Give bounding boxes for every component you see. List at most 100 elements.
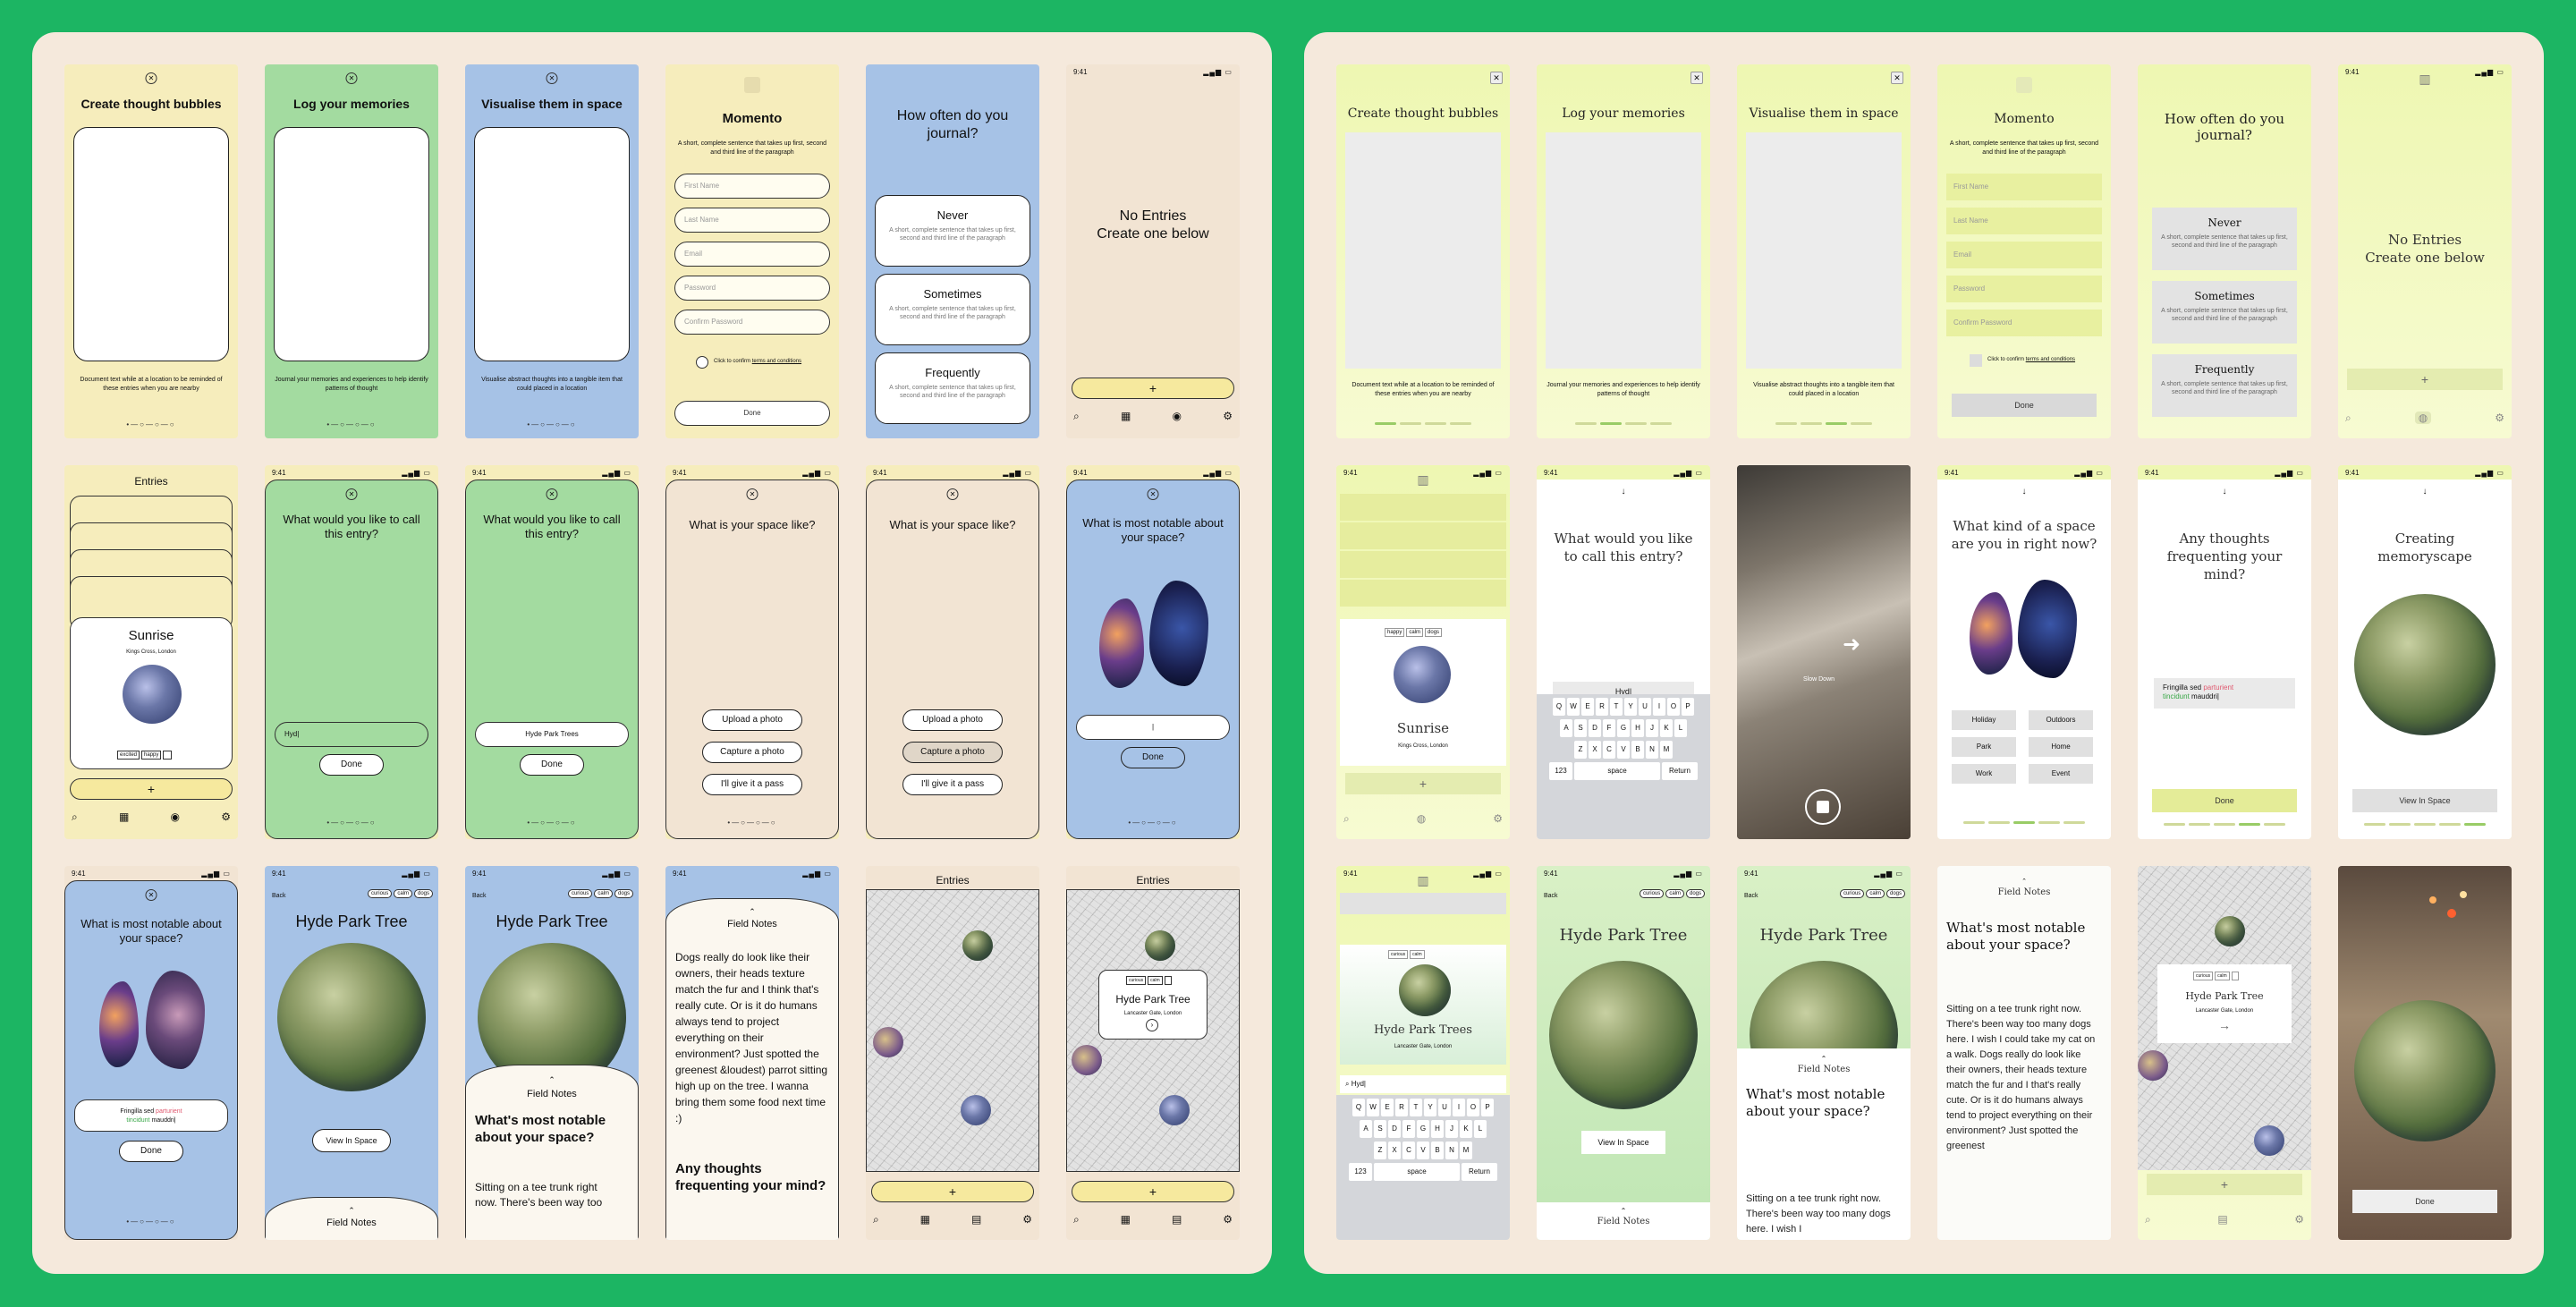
close-icon[interactable]: ✕ bbox=[345, 72, 358, 84]
close-icon[interactable]: ✕ bbox=[546, 488, 558, 500]
chip-home[interactable]: Home bbox=[2029, 737, 2093, 757]
back-button[interactable]: Back bbox=[1744, 893, 1758, 899]
key[interactable]: P bbox=[1682, 698, 1694, 716]
chevron-up-icon[interactable]: ⌃ bbox=[348, 1206, 355, 1215]
first-name-field[interactable]: First Name bbox=[1946, 174, 2102, 200]
email-field[interactable]: Email bbox=[1946, 242, 2102, 268]
key[interactable]: Z bbox=[1574, 741, 1587, 759]
key[interactable]: G bbox=[1617, 719, 1630, 737]
search-icon[interactable]: ⌕ bbox=[2345, 411, 2351, 424]
add-entry-button[interactable]: + bbox=[871, 1181, 1034, 1202]
map-pin-orb[interactable] bbox=[962, 930, 993, 961]
key[interactable]: H bbox=[1631, 719, 1644, 737]
key[interactable]: T bbox=[1410, 1099, 1422, 1116]
key[interactable]: Z bbox=[1374, 1142, 1386, 1159]
key[interactable]: M bbox=[1660, 741, 1673, 759]
key[interactable]: W bbox=[1367, 1099, 1379, 1116]
gear-icon[interactable]: ⚙ bbox=[1223, 1213, 1233, 1226]
upload-photo-button[interactable]: Upload a photo bbox=[702, 709, 802, 731]
password-field[interactable]: Password bbox=[1946, 276, 2102, 302]
chevron-down-icon[interactable]: ↓ bbox=[2422, 487, 2428, 496]
key[interactable]: U bbox=[1639, 698, 1651, 716]
map-pin-orb[interactable] bbox=[1145, 930, 1175, 961]
user-icon[interactable]: ◉ bbox=[170, 811, 180, 823]
map-icon[interactable]: ▦ bbox=[1120, 1213, 1131, 1226]
map-pin-orb[interactable] bbox=[961, 1095, 991, 1125]
key[interactable]: F bbox=[1603, 719, 1615, 737]
done-button[interactable]: Done bbox=[674, 401, 830, 426]
key[interactable]: F bbox=[1402, 1120, 1415, 1138]
search-icon[interactable]: ⌕ bbox=[873, 1212, 879, 1226]
map-pin-orb[interactable] bbox=[1159, 1095, 1190, 1125]
map-icon[interactable]: ▦ bbox=[118, 811, 130, 823]
map-pin-orb[interactable] bbox=[2254, 1125, 2284, 1156]
gear-icon[interactable]: ⚙ bbox=[1022, 1213, 1032, 1226]
key[interactable]: J bbox=[1646, 719, 1658, 737]
add-entry-button[interactable]: + bbox=[2147, 1174, 2302, 1195]
key[interactable]: A bbox=[1360, 1120, 1372, 1138]
chevron-up-icon[interactable]: ⌃ bbox=[749, 907, 756, 916]
skip-photo-button[interactable]: I'll give it a pass bbox=[902, 774, 1003, 795]
first-name-field[interactable]: First Name bbox=[674, 174, 830, 199]
key[interactable]: L bbox=[1474, 1120, 1487, 1138]
key[interactable]: C bbox=[1603, 741, 1615, 759]
key[interactable]: D bbox=[1589, 719, 1601, 737]
last-name-field[interactable]: Last Name bbox=[1946, 208, 2102, 234]
add-entry-button[interactable]: + bbox=[70, 778, 233, 800]
entry-card[interactable] bbox=[1340, 494, 1506, 521]
key[interactable]: K bbox=[1660, 719, 1673, 737]
map-icon[interactable]: ▥ bbox=[1417, 873, 1429, 887]
key[interactable]: H bbox=[1431, 1120, 1444, 1138]
chevron-down-icon[interactable]: ↓ bbox=[2222, 487, 2227, 496]
close-icon[interactable]: ✕ bbox=[546, 72, 558, 84]
chevron-up-icon[interactable]: ⌃ bbox=[548, 1075, 555, 1084]
done-button[interactable]: Done bbox=[1121, 747, 1185, 768]
key[interactable]: G bbox=[1417, 1120, 1429, 1138]
stop-icon[interactable] bbox=[1805, 789, 1841, 825]
open-entry-arrow-icon[interactable]: › bbox=[1146, 1019, 1158, 1031]
key[interactable]: L bbox=[1674, 719, 1687, 737]
entry-card[interactable] bbox=[1340, 580, 1506, 607]
done-button[interactable]: Done bbox=[1952, 394, 2097, 417]
key[interactable]: I bbox=[1453, 1099, 1465, 1116]
key[interactable]: E bbox=[1381, 1099, 1394, 1116]
key[interactable]: N bbox=[1646, 741, 1658, 759]
terms-link[interactable]: terms and conditions bbox=[751, 359, 802, 364]
gear-icon[interactable]: ⚙ bbox=[2495, 412, 2504, 424]
upload-photo-button[interactable]: Upload a photo bbox=[902, 709, 1003, 731]
skip-photo-button[interactable]: I'll give it a pass bbox=[702, 774, 802, 795]
globe-icon[interactable]: ◍ bbox=[1416, 812, 1427, 825]
field-notes-sheet[interactable]: ⌃ Field Notes What's most notable about … bbox=[1737, 1048, 1911, 1240]
chevron-down-icon[interactable]: ↓ bbox=[1621, 487, 1626, 496]
key[interactable]: I bbox=[1653, 698, 1665, 716]
map-icon[interactable]: ▥ bbox=[1417, 472, 1429, 487]
map-icon[interactable]: ▥ bbox=[2419, 72, 2431, 86]
terms-checkbox[interactable] bbox=[1970, 354, 1982, 367]
search-icon[interactable]: ⌕ bbox=[2145, 1212, 2151, 1226]
key[interactable]: S bbox=[1574, 719, 1587, 737]
done-button[interactable]: Done bbox=[319, 754, 384, 776]
password-field[interactable]: Password bbox=[674, 276, 830, 301]
chip-work[interactable]: Work bbox=[1952, 764, 2016, 784]
chevron-up-icon[interactable]: ⌃ bbox=[1620, 1207, 1627, 1215]
chip-event[interactable]: Event bbox=[2029, 764, 2093, 784]
last-name-field[interactable]: Last Name bbox=[674, 208, 830, 233]
close-icon[interactable]: ✕ bbox=[1147, 488, 1159, 500]
key[interactable]: M bbox=[1460, 1142, 1472, 1159]
add-entry-button[interactable]: + bbox=[1072, 1181, 1234, 1202]
terms-checkbox[interactable] bbox=[696, 356, 708, 369]
user-icon[interactable]: ◉ bbox=[1172, 410, 1182, 422]
capture-photo-button[interactable]: Capture a photo bbox=[702, 742, 802, 763]
close-icon[interactable]: ✕ bbox=[1490, 72, 1503, 84]
close-icon[interactable]: ✕ bbox=[145, 889, 157, 901]
entry-card[interactable] bbox=[1340, 522, 1506, 549]
notable-input[interactable]: | bbox=[1076, 715, 1230, 740]
close-icon[interactable]: ✕ bbox=[145, 72, 157, 84]
